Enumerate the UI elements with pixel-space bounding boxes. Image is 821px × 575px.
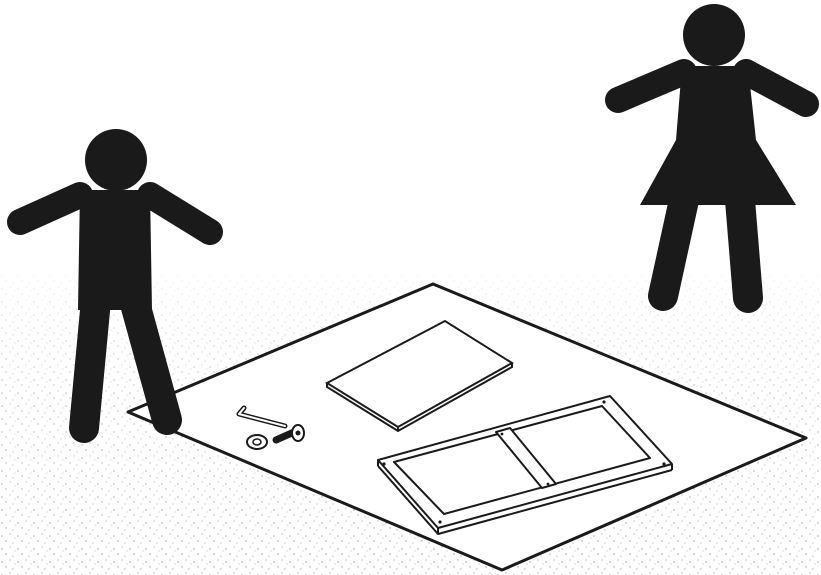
- washer: [246, 434, 268, 450]
- man-figure: [7, 129, 223, 443]
- floor-mat: [126, 282, 808, 572]
- allen-key: [236, 405, 288, 429]
- flat-panel: [324, 319, 514, 433]
- woman-figure: [605, 4, 819, 313]
- frame: [377, 395, 673, 535]
- bolt: [272, 424, 305, 444]
